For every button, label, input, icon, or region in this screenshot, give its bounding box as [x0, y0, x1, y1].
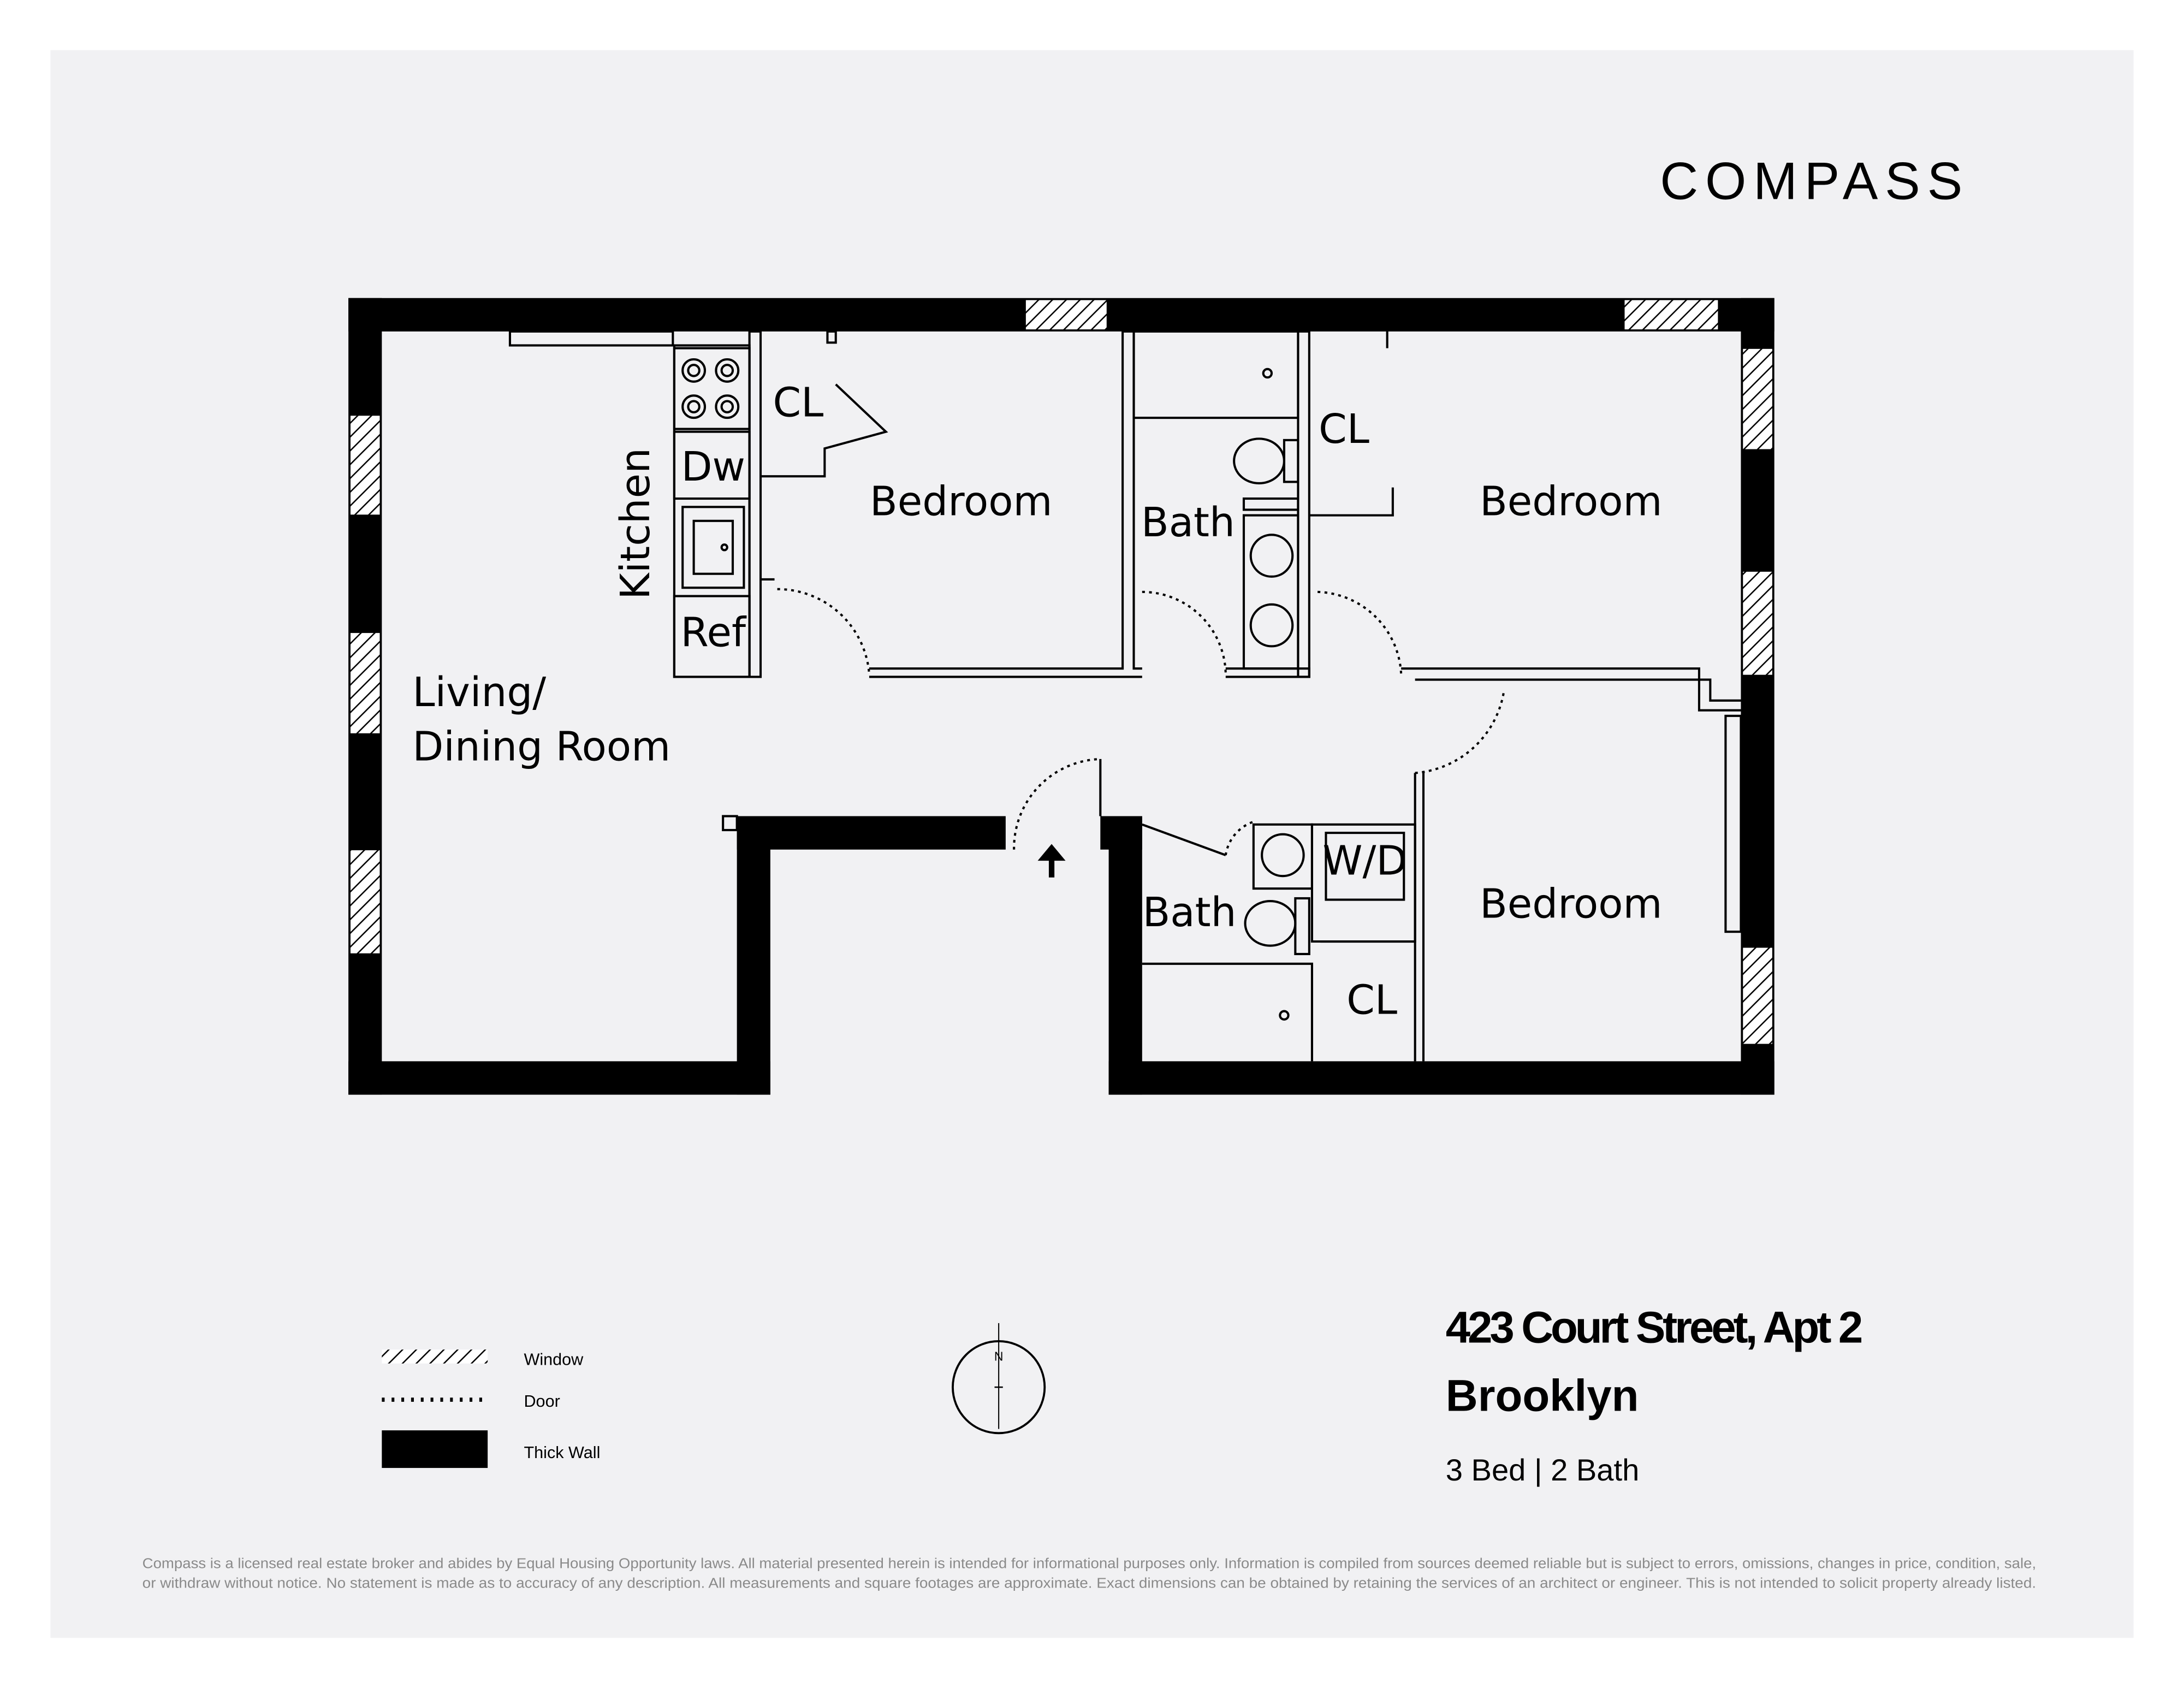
label-bedroom-1: Bedroom: [870, 478, 1052, 525]
disclaimer-line-2: or withdraw without notice. No statement…: [143, 1576, 2036, 1591]
dishwasher-icon: [673, 430, 751, 500]
legend-door-label: Door: [524, 1392, 560, 1411]
room-labels: Kitchen Dw Ref CL Bedroom Bath CL Bedroo…: [412, 380, 1662, 1024]
tub-drain-icon: [1262, 368, 1273, 379]
label-refrigerator: Ref: [681, 609, 747, 656]
refrigerator-icon: [673, 595, 751, 678]
disclaimer-line-1: Compass is a licensed real estate broker…: [143, 1556, 2036, 1572]
label-closet-3: CL: [1346, 977, 1397, 1024]
svg-text:N: N: [994, 1349, 1004, 1364]
compass-logo: COMPASS: [1660, 151, 1969, 211]
label-washer-dryer: W/D: [1322, 838, 1407, 885]
toilet-icon: [1233, 437, 1299, 485]
floor-plan: Kitchen Dw Ref CL Bedroom Bath CL Bedroo…: [348, 298, 1775, 1095]
legend-window-swatch: [382, 1349, 488, 1364]
label-dishwasher: Dw: [681, 443, 745, 490]
label-bedroom-3: Bedroom: [1480, 881, 1662, 928]
label-bedroom-2: Bedroom: [1480, 478, 1662, 525]
fixtures: [673, 347, 1405, 1021]
listing-address: 423 Court Street, Apt 2: [1446, 1303, 1862, 1353]
listing-city: Brooklyn: [1446, 1371, 1639, 1420]
label-kitchen: Kitchen: [612, 448, 659, 600]
listing-info: 423 Court Street, Apt 2 Brooklyn 3 Bed |…: [1446, 1303, 1865, 1487]
compass-rose-icon: N: [952, 1323, 1046, 1435]
interior-walls: [508, 330, 1742, 1062]
tub-drain-icon: [1279, 1010, 1290, 1021]
label-dining-room: Dining Room: [412, 723, 670, 770]
legend-thick-wall-swatch: [382, 1430, 488, 1468]
legend-window-label: Window: [524, 1350, 584, 1369]
bathroom-sink-icon: [1261, 833, 1305, 878]
windows: [349, 299, 1774, 1046]
label-living: Living/: [412, 669, 546, 716]
legend: Window Door Thick Wall: [382, 1349, 600, 1468]
washer-dryer-icon: [1325, 832, 1405, 901]
label-closet-1: CL: [773, 380, 823, 427]
label-bath-1: Bath: [1141, 499, 1235, 546]
label-bath-2: Bath: [1143, 889, 1237, 936]
doors: [777, 588, 1505, 856]
legend-thick-wall-label: Thick Wall: [524, 1443, 600, 1462]
entry-arrow-icon: [1037, 844, 1066, 878]
listing-summary: 3 Bed | 2 Bath: [1446, 1453, 1640, 1487]
label-closet-2: CL: [1319, 406, 1369, 453]
stove-icon: [673, 347, 751, 430]
toilet-icon: [1244, 897, 1310, 956]
kitchen-sink-icon: [681, 506, 745, 589]
bathroom-sink-icon: [1249, 534, 1294, 648]
